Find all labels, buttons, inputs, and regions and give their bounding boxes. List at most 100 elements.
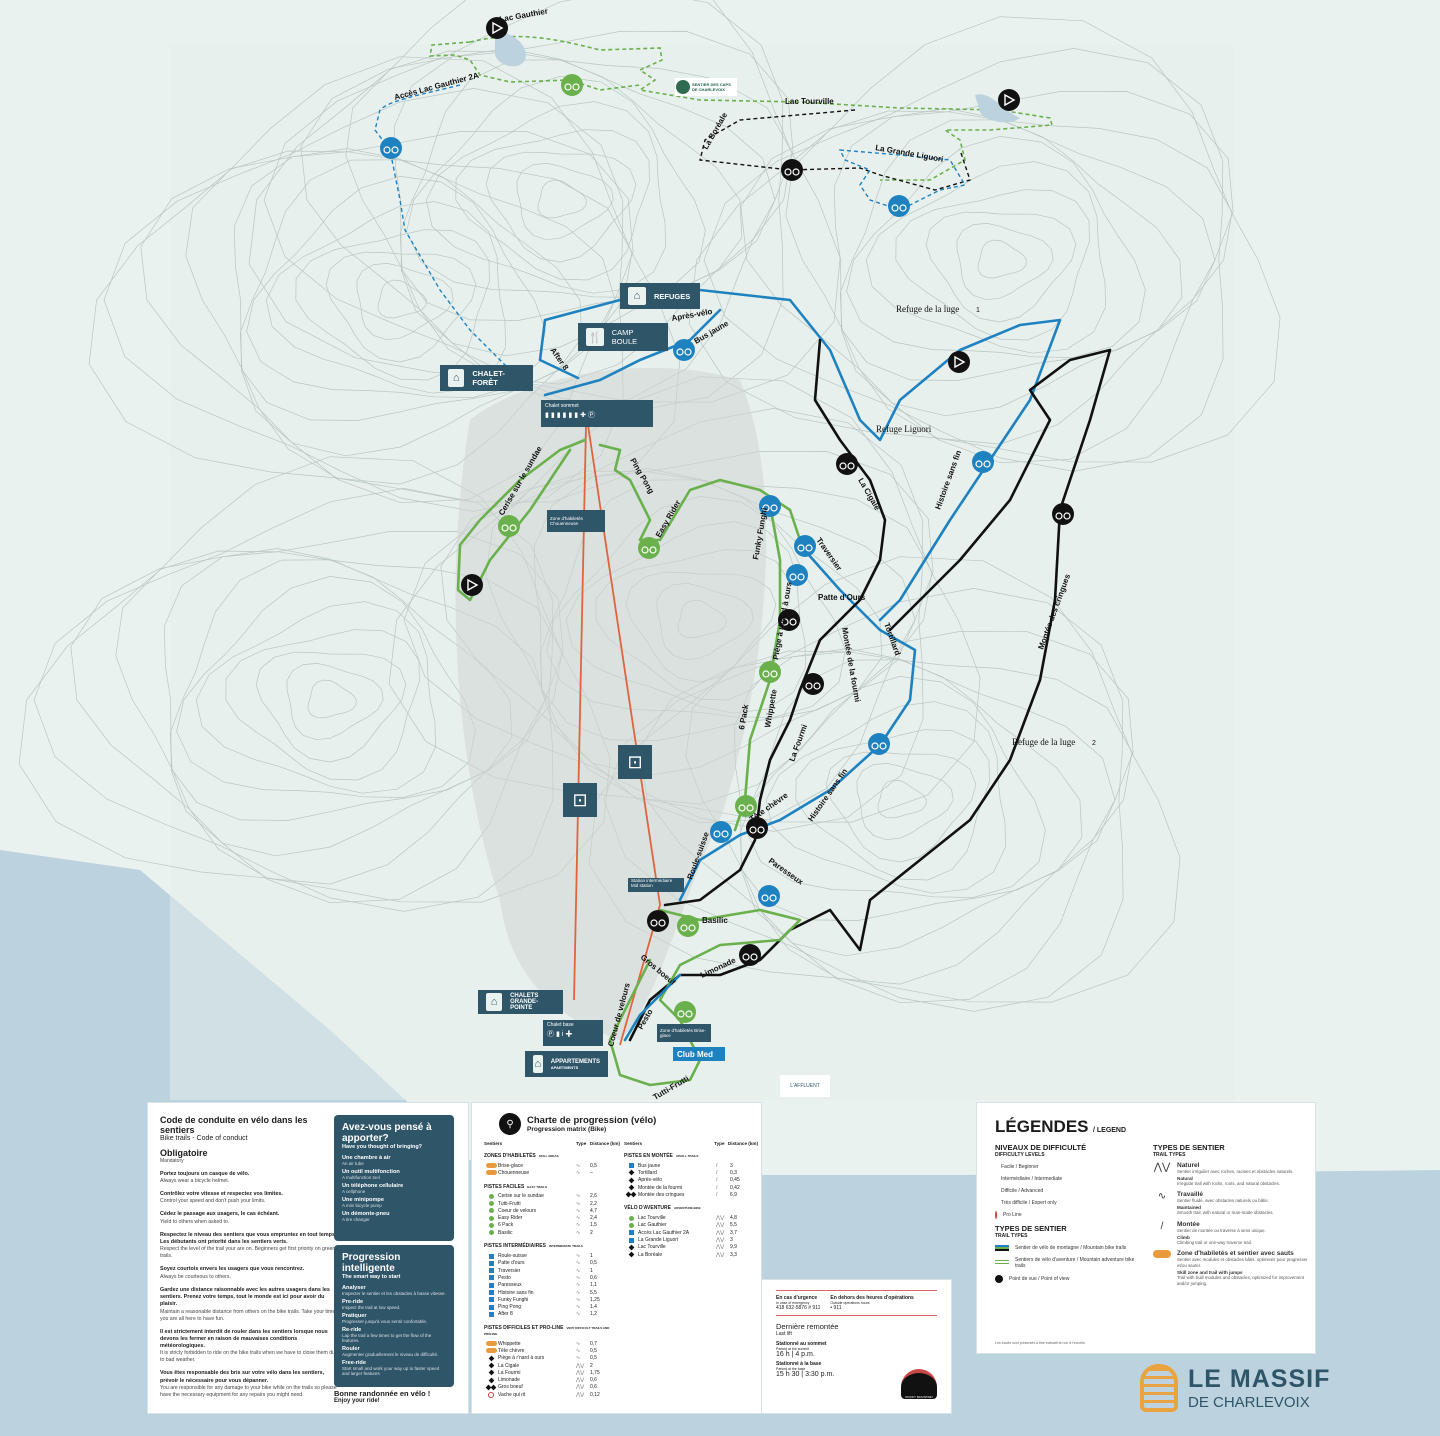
item-fr: Un démonte-pneu [342,1211,390,1217]
progression-subtitle: The smart way to start [342,1274,401,1280]
contour-line [246,176,546,398]
summit-time: 16 h | 4 p.m. [776,1351,815,1358]
bike-trail-marker-easy[interactable] [498,515,520,537]
bike-trail-marker-intermediate[interactable] [868,733,890,755]
brand-sub: DE CHARLEVOIX [1188,1394,1310,1411]
bike-trail-marker-intermediate[interactable] [786,564,808,586]
amenity-icons: Ⓟ▮i✚ [547,1031,575,1038]
bike-trail-marker-difficult[interactable] [1052,503,1074,525]
rule-fr: Il est strictement interdit de rouler da… [160,1328,328,1350]
dot-difficulty-icon [624,1215,638,1221]
table-row: Patte d'ours∿0,5 [484,1260,620,1267]
bike-trail-marker-difficult[interactable] [739,944,761,966]
zone-brise-glace-label[interactable]: Zone d'habiletés Brise-glace [657,1024,711,1042]
bed-icon: ⌂ [533,1055,543,1073]
type-en-desc: Irregular trail with rocks, roots, and n… [1177,1181,1280,1187]
difficulty-heading: NIVEAUX DE DIFFICULTÉ [995,1143,1087,1152]
refuges-label[interactable]: ⌂REFUGES [620,283,700,309]
skill-zone-icon [1153,1249,1171,1258]
chalet-sommet-label[interactable]: Chalet sommet▮▮▮▮▮▮✚Ⓟ [541,400,653,427]
bike-trail-marker-intermediate[interactable] [710,821,732,843]
bike-trail-marker-intermediate[interactable] [972,451,994,473]
bike-trail-marker-intermediate[interactable] [759,495,781,517]
trail-type: ⋀⋁ [576,1384,585,1391]
step-en-desc: Lap the trail a few times to get the flo… [342,1333,432,1343]
club-med-label[interactable]: Club Med [673,1047,725,1061]
trail-distance: 3,7 [730,1229,737,1236]
bike-trail-marker-intermediate[interactable] [380,137,402,159]
viewpoint-icon[interactable] [461,574,483,596]
contour-line [195,601,436,794]
bike-trail-marker-easy[interactable] [638,537,660,559]
trail-type: ∿ [576,1340,581,1347]
contour-line [925,211,1077,323]
viewpoint-icon[interactable] [948,351,970,373]
trail-type: ∿ [576,1311,581,1318]
trail-label: Lac Gauthier [499,7,549,24]
trail-distance: 5,5 [590,1289,597,1296]
bike-trail-marker-difficult[interactable] [746,817,768,839]
trail-name: Lac Tourville [638,1244,666,1251]
contour-line [255,651,407,763]
bike-trail-marker-difficult[interactable] [778,609,800,631]
step-en: Re-ride [342,1327,362,1333]
section-name-en: EASY TRAILS [527,1184,548,1189]
type-en: Skill zone and trail with jumps [1177,1270,1243,1276]
bike-trail-marker-intermediate[interactable] [673,339,695,361]
table-row: La Cigale⋀⋁2 [484,1362,620,1369]
chalet-foret-label[interactable]: ⌂CHALET-FORÊT [440,365,533,391]
bike-icon [641,546,649,554]
table-row: Roule-suisse∿1 [484,1252,620,1259]
type-fr-desc: Sentier irrégulier avec roches, racines … [1177,1169,1294,1174]
trail-label: Lac Tourville [785,97,834,106]
bike-trail-marker-difficult[interactable] [802,673,824,695]
section-name-en: ADVENTURE BIKE [673,1206,701,1211]
contour-line [239,159,583,421]
bike-trail-marker-easy[interactable] [759,661,781,683]
category-label: Sentiers de vélo d'aventure / Mountain a… [1015,1257,1135,1269]
viewpoint-icon[interactable] [486,17,508,39]
trail-distance: 1,5 [590,1222,597,1229]
bike-trail-marker-difficult[interactable] [781,159,803,181]
trail-distance: 0,5 [590,1355,597,1362]
col-distance: Distance (km) [727,1141,758,1146]
bike-trail-marker-intermediate[interactable] [794,535,816,557]
viewpoint-icon[interactable] [998,89,1020,111]
table-row: Accès Lac Gauthier 2A⋀⋁3,7 [624,1229,758,1236]
bike-trail-marker-easy[interactable] [561,74,583,96]
bike-trail-marker-easy[interactable] [674,1001,696,1023]
pill-difficulty-icon [484,1341,498,1347]
trail-name: Patte d'ours [498,1260,525,1267]
contour-line [537,179,587,219]
lac-gauthier-lake [495,31,526,67]
bike-trail-marker-difficult[interactable] [647,910,669,932]
sq-difficulty-icon [484,1253,498,1259]
bike-trail-marker-difficult[interactable] [836,453,858,475]
bike-trail-marker-intermediate[interactable] [888,195,910,217]
bike-trail-marker-intermediate[interactable] [758,885,780,907]
conduct-subtitle: Bike trails - Code of conduct [160,1135,248,1142]
bike-trail-marker-easy[interactable] [735,795,757,817]
bike-icon [761,894,769,902]
table-row: Chouenneuse∿– [484,1169,620,1176]
camp-boule-label[interactable]: 🍴CAMP BOULE [578,323,668,351]
trail-distance: 0,3 [730,1169,737,1176]
trail-name: Basilic [498,1229,513,1236]
trail-type: ∿ [576,1162,581,1169]
trail-type: ⋀⋁ [576,1362,585,1369]
bike-trail-marker-easy[interactable] [677,915,699,937]
base-label: Stationné à la base [776,1361,822,1367]
trail-label: 6 Pack [737,703,750,730]
trail-name: La Grande Liguori [638,1237,679,1244]
trail-name: Chouenneuse [498,1169,530,1176]
zone-chouenneuse-label[interactable]: Zone d'habiletés Chouenneuse [547,510,605,532]
rule-fr: Portez toujours un casque de vélo. [160,1170,250,1177]
